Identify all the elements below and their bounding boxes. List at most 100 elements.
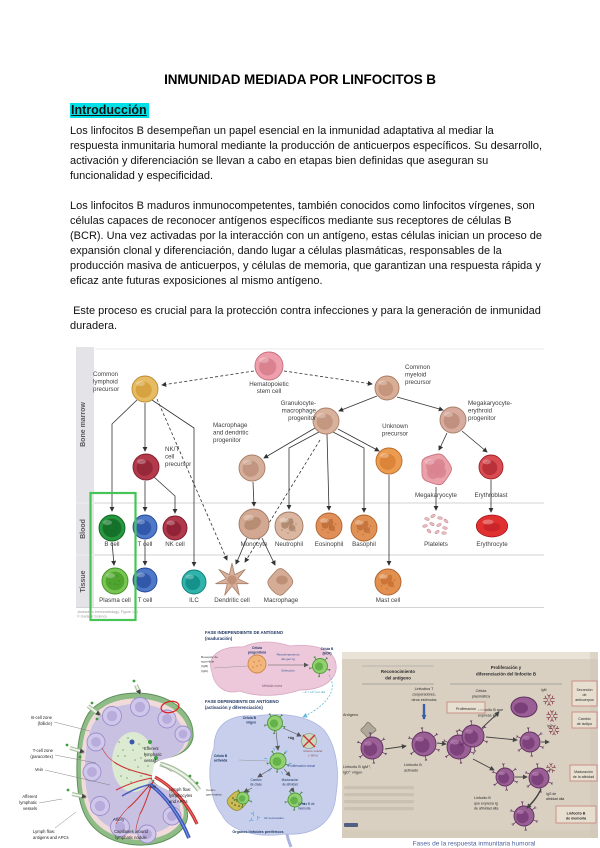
red-annotation-circle bbox=[160, 700, 180, 714]
cell-eryb bbox=[478, 454, 504, 480]
callout-box bbox=[569, 764, 598, 782]
label-ilc: ILC bbox=[189, 597, 199, 604]
label-macrophage: Macrophage bbox=[264, 597, 299, 604]
label-plasma-cell: Plasma cell bbox=[99, 597, 131, 604]
cell-clp bbox=[131, 375, 159, 403]
cell-eosinophil bbox=[315, 512, 343, 540]
lineage-arrow bbox=[396, 396, 444, 412]
cell-mdp bbox=[238, 454, 266, 482]
mat-label-5: Médula ósea bbox=[262, 684, 282, 688]
cell-platelets bbox=[422, 514, 449, 535]
cell-erythrocyte bbox=[475, 514, 509, 538]
lineage-arrow bbox=[286, 431, 320, 510]
lineage-arrow bbox=[109, 399, 138, 512]
label-dendritic-cell: Dendritic cell bbox=[214, 597, 249, 604]
cell-mast-cell bbox=[374, 568, 402, 596]
memory-b-cell bbox=[509, 801, 539, 831]
label-eosinophil: Eosinophil bbox=[315, 541, 344, 548]
callout-box bbox=[571, 711, 598, 729]
label-tcell-blood: T cell bbox=[138, 541, 153, 548]
lineage-arrow bbox=[251, 481, 257, 507]
immature-b-cell bbox=[308, 656, 331, 678]
label-mast-cell: Mast cell bbox=[376, 597, 400, 604]
lineage-arrow bbox=[111, 541, 117, 566]
region-label: Blood bbox=[80, 519, 87, 539]
node-label-lymph-flow-in: Lymph flow:antigens and APCs bbox=[33, 829, 69, 840]
antigen-glyph bbox=[360, 721, 377, 738]
phase1-heading: FASE INDEPENDIENTE DE ANTÍGENO(maduració… bbox=[205, 630, 284, 641]
lineage-arrow bbox=[235, 537, 248, 565]
node-label-b-cell-zone: B-cell zone(follicle) bbox=[31, 715, 52, 726]
lineage-arrow bbox=[337, 428, 380, 452]
cell-unk bbox=[375, 447, 403, 475]
lymph-node-figure: B-cell zone(follicle) T-cell zone(paracor… bbox=[5, 645, 217, 848]
memory-b-cell bbox=[284, 790, 306, 811]
mat-label-8: +Ag bbox=[288, 736, 294, 740]
node-label-vein-left: Vein bbox=[35, 767, 44, 772]
phase2-heading: FASE DEPENDIENTE DE ANTÍGENO(activación … bbox=[205, 699, 280, 710]
label-tcell-tissue: T cell bbox=[138, 597, 153, 604]
cell-tcell-tissue bbox=[132, 567, 158, 593]
figure-credit: Janeway's Immunobiology, Figure 1.11© Ga… bbox=[77, 610, 139, 619]
b-cell-maturation-figure: FASE INDEPENDIENTE DE ANTÍGENO(maduració… bbox=[200, 628, 342, 848]
lineage-arrow bbox=[338, 395, 378, 412]
callout-box bbox=[571, 680, 598, 707]
cell-monocyte bbox=[238, 508, 270, 540]
mat-label-11: Proliferación clonal bbox=[288, 764, 315, 768]
high-affinity-b-cell bbox=[491, 763, 519, 791]
label-platelets: Platelets bbox=[424, 541, 448, 548]
cell-mep bbox=[439, 406, 467, 434]
cell-plasma-cell bbox=[101, 567, 129, 595]
label-bcell: B cell bbox=[104, 541, 119, 548]
hum-label-5: IgM bbox=[541, 688, 547, 692]
label-neutrophil: Neutrophil bbox=[275, 541, 303, 548]
cell-nk bbox=[162, 515, 188, 541]
paragraph-1: Los linfocitos B desempeñan un papel ese… bbox=[70, 125, 546, 183]
hum-label-1: Linfocito B IgM⁺,IgD⁺ virgen bbox=[343, 765, 371, 775]
cell-ilc bbox=[181, 569, 207, 595]
region-label: Tissue bbox=[80, 570, 87, 592]
lineage-arrow bbox=[263, 427, 316, 459]
callout-box bbox=[555, 805, 597, 824]
lineage-arrow bbox=[438, 432, 448, 451]
igg-b-cell bbox=[515, 727, 545, 757]
cell-cmp bbox=[374, 375, 400, 401]
plasma-cell bbox=[510, 696, 538, 718]
cell-hsc bbox=[254, 351, 284, 381]
cell-nkt bbox=[132, 453, 160, 481]
cell-tcell-blood bbox=[132, 514, 158, 540]
label-basophil: Basophil bbox=[352, 541, 376, 548]
lineage-arrow bbox=[161, 370, 255, 387]
activated-b-cell bbox=[264, 747, 292, 775]
mat-label-6: ~2 × 10⁷ por día bbox=[303, 690, 325, 694]
cell-neutrophil bbox=[274, 511, 304, 541]
cell-bcell bbox=[98, 514, 126, 542]
progenitor-cell bbox=[247, 654, 267, 674]
node-label-t-cell-zone: T-cell zone(paracortex) bbox=[30, 748, 53, 759]
mat-label-17: Órganos linfoides periféricos bbox=[232, 829, 283, 834]
